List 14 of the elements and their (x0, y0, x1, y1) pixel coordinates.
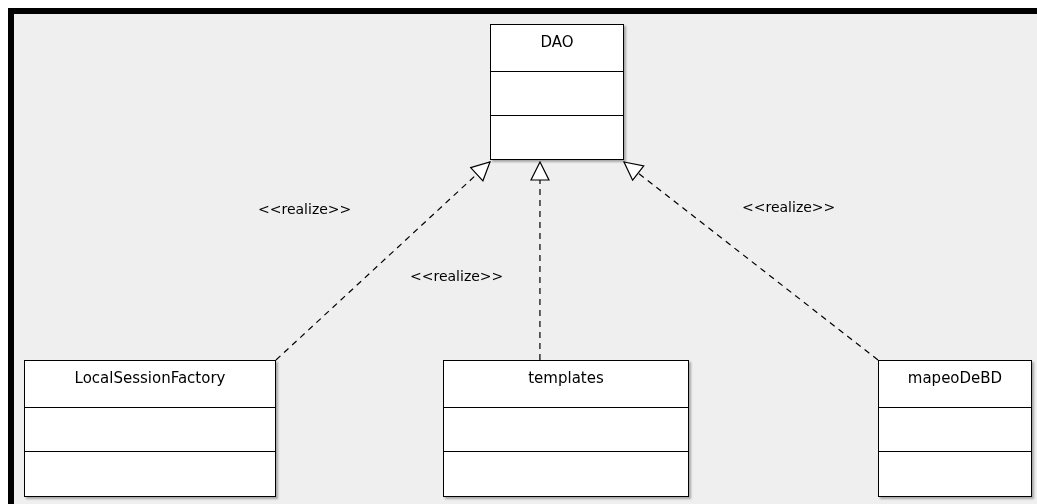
realization-arrow (530, 161, 550, 361)
realization-arrow (275, 161, 491, 361)
class-name: mapeoDeBD (907, 369, 1003, 387)
edge-label: <<realize>> (742, 199, 836, 215)
class-name: templates (528, 369, 604, 387)
class-name: DAO (540, 33, 574, 51)
realization-arrow (623, 161, 879, 361)
class-box (878, 360, 1032, 497)
class-name: LocalSessionFactory (74, 369, 226, 387)
class-box (24, 360, 276, 497)
edge-label: <<realize>> (410, 268, 504, 284)
edge-label: <<realize>> (258, 201, 352, 217)
class-box (443, 360, 689, 497)
class-box (490, 24, 624, 160)
